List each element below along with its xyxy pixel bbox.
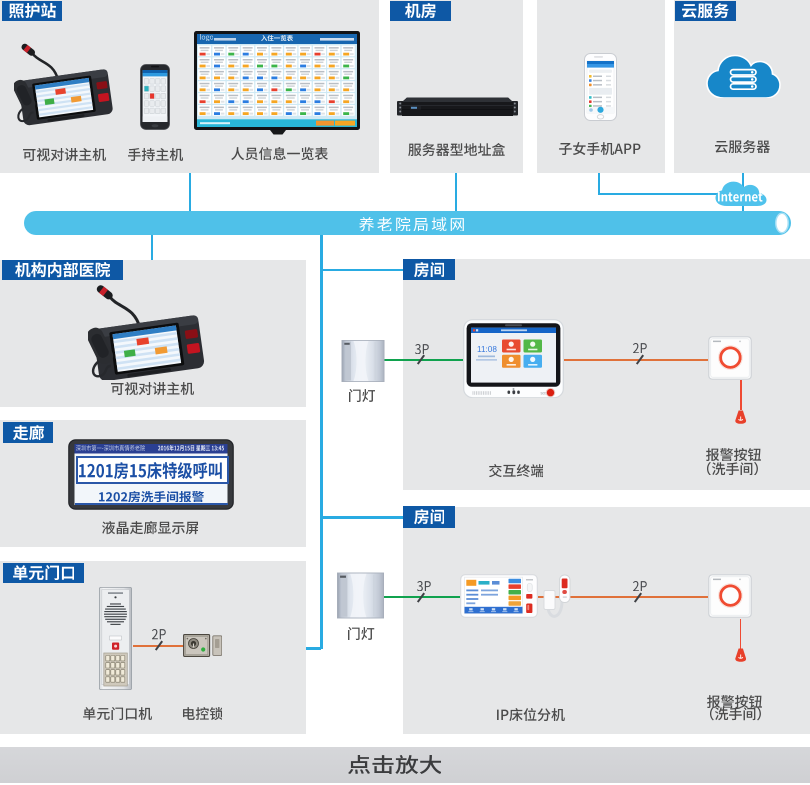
svg-text:SOS: SOS xyxy=(541,391,548,395)
svg-text:11:08: 11:08 xyxy=(477,345,497,354)
